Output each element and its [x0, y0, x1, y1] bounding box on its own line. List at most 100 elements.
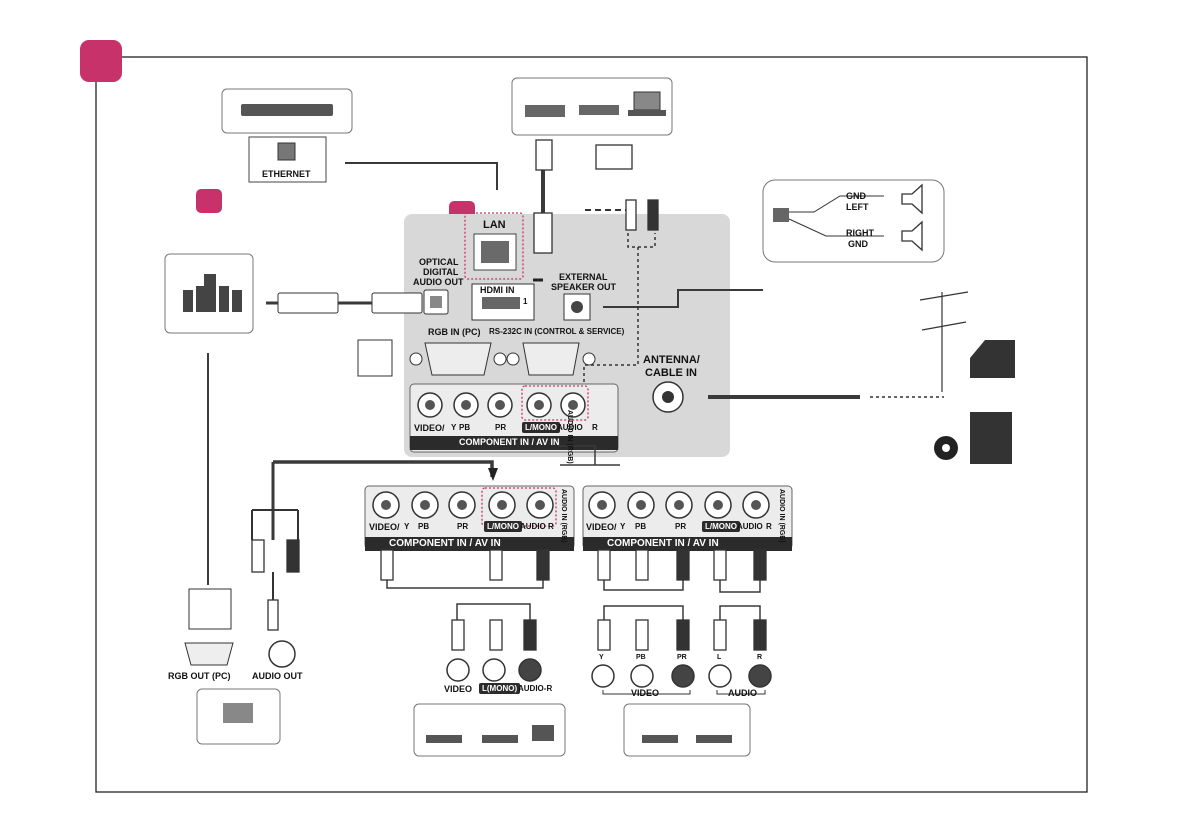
- tv-video-label: VIDEO/: [414, 423, 445, 433]
- lr-y-label: Y: [620, 522, 626, 531]
- speaker-detail-box: [762, 179, 945, 263]
- cd-pr-label: PR: [677, 654, 687, 661]
- rgb-in-label: RGB IN (PC): [428, 327, 481, 337]
- speaker-left: LEFT: [846, 202, 869, 212]
- laptop-base: [628, 110, 666, 116]
- antenna-label-1: ANTENNA/: [643, 354, 700, 366]
- ll-lmono-label: L/MONO: [484, 521, 522, 532]
- ethernet-label: ETHERNET: [262, 169, 311, 179]
- marker-badge-left: [196, 189, 222, 213]
- lr-video-label: VIDEO/: [586, 522, 617, 532]
- rs232-screw-right: [582, 352, 596, 366]
- rs232-label: RS-232C IN (CONTROL & SERVICE): [489, 327, 625, 336]
- audio-cable: [273, 460, 494, 477]
- cd-r-label: R: [757, 654, 763, 661]
- hdmi-label: HDMI IN: [480, 285, 515, 295]
- tv-pr-label: PR: [495, 423, 507, 432]
- ethernet-socket: [277, 142, 296, 161]
- lr-component-label: COMPONENT IN / AV IN: [607, 538, 719, 549]
- lan-highlight: [464, 212, 524, 280]
- speaker-gnd-2: GND: [848, 239, 868, 249]
- rgb-out-label: RGB OUT (PC): [168, 671, 231, 681]
- speaker-icon-right: [901, 220, 923, 252]
- tv-lmono-label: L/MONO: [522, 422, 560, 433]
- speaker-out-label-2: SPEAKER OUT: [551, 282, 617, 292]
- tv-pb-label: PB: [459, 423, 471, 432]
- rca-plug: [380, 549, 394, 581]
- antenna-label-2: CABLE IN: [645, 367, 697, 379]
- ll-r-label: R: [548, 522, 554, 531]
- rs232-port: [522, 342, 580, 376]
- speaker-gnd-1: GND: [846, 191, 866, 201]
- lr-audio-in-rgb: AUDIO IN (RGB): [778, 489, 785, 543]
- ll-audio-label: AUDIO: [520, 522, 546, 531]
- lr-audio-label: AUDIO: [737, 522, 763, 531]
- set-top-box-icon: [579, 105, 619, 115]
- rgb-in-port: [424, 342, 492, 376]
- hdmi-socket: [482, 297, 520, 309]
- tv-r-label: R: [592, 423, 598, 432]
- tv-audio-highlight: [521, 385, 589, 421]
- optical-port-socket: [430, 296, 442, 308]
- tv-y-label: Y: [451, 423, 457, 432]
- house-icon: [970, 340, 1015, 378]
- cd-video-label: VIDEO: [631, 688, 660, 698]
- av-video-label: VIDEO: [444, 684, 473, 694]
- speaker-out-label-1: EXTERNAL: [559, 272, 608, 282]
- lr-lmono-label: L/MONO: [702, 521, 740, 532]
- ll-component-label: COMPONENT IN / AV IN: [389, 538, 501, 549]
- rgb-in-plug: [357, 339, 393, 377]
- lr-r-label: R: [766, 522, 772, 531]
- building-icon: [970, 412, 1012, 464]
- rgb-in-screw-left: [409, 352, 423, 366]
- lr-pb-label: PB: [635, 522, 647, 531]
- wire-gnd-left: [789, 195, 884, 213]
- component-devices-box: [623, 703, 751, 757]
- ethernet-cable: [345, 162, 498, 190]
- modem-body: [241, 104, 333, 116]
- optical-plug: [277, 292, 339, 314]
- speaker-right: RIGHT: [846, 228, 874, 238]
- tv-audio-label: AUDIO: [557, 423, 583, 432]
- optical-label-1: OPTICAL: [419, 257, 459, 267]
- antenna-icon: [919, 291, 969, 392]
- speaker-jack-hole: [571, 301, 583, 313]
- cd-l-label: L: [717, 654, 722, 661]
- tv-component-label: COMPONENT IN / AV IN: [459, 437, 560, 447]
- ll-pr-label: PR: [457, 522, 469, 531]
- laptop-icon: [633, 91, 661, 111]
- page-frame: [95, 56, 1088, 793]
- ll-lmono-text: L/MONO: [484, 521, 522, 532]
- audio-arrow: [488, 468, 498, 481]
- rs232-screw-left: [506, 352, 520, 366]
- dvd-player-icon: [525, 105, 565, 117]
- cd-y-label: Y: [599, 654, 604, 661]
- lan-label: LAN: [483, 219, 506, 231]
- tv-lmono-text: L/MONO: [522, 422, 560, 433]
- lr-pr-label: PR: [675, 522, 687, 531]
- rgb-in-screw-right: [493, 352, 507, 366]
- lan-port-socket: [481, 241, 509, 263]
- audio-out-label: AUDIO OUT: [252, 671, 303, 681]
- step-badge: [80, 40, 122, 82]
- optical-label-2: DIGITAL: [423, 267, 459, 277]
- ll-y-label: Y: [404, 522, 410, 531]
- lr-lmono-text: L/MONO: [702, 521, 740, 532]
- ll-audio-in-rgb: AUDIO IN (RGB): [560, 489, 567, 543]
- optical-label-3: AUDIO OUT: [413, 277, 464, 287]
- rgb-out-port: [184, 642, 234, 666]
- av-lmono-text: L(MONO): [479, 683, 521, 694]
- ll-video-label: VIDEO/: [369, 522, 400, 532]
- speaker-plug-icon: [773, 208, 789, 222]
- hdmi-port-number: 1: [523, 297, 528, 306]
- cd-audio-label: AUDIO: [728, 688, 757, 698]
- speaker-cable: [603, 289, 763, 308]
- av-lmono-label: L(MONO): [479, 683, 521, 694]
- tv-audio-in-rgb: AUDIO IN (RGB): [566, 410, 573, 464]
- ll-pb-label: PB: [418, 522, 430, 531]
- speaker-icon-left: [901, 183, 923, 215]
- cd-pb-label: PB: [636, 654, 646, 661]
- av-audio-r-label: AUDIO-R: [518, 684, 553, 693]
